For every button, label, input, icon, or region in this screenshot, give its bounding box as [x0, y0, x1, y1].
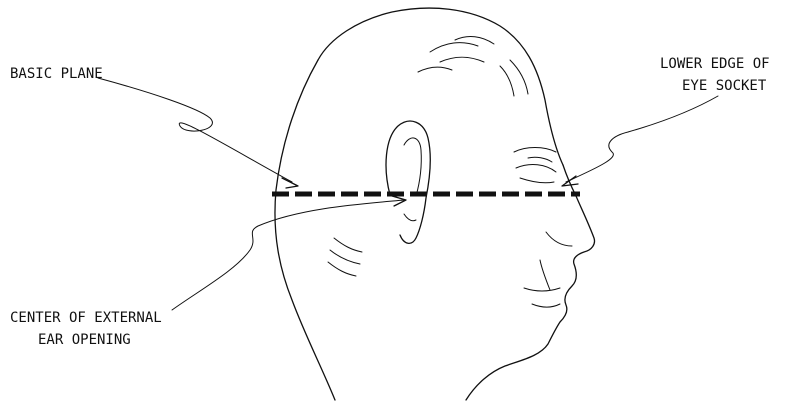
ear-inner-fold [404, 138, 421, 196]
eyelid-line [520, 178, 554, 183]
hair-stroke [430, 43, 478, 52]
hair-stroke [418, 67, 452, 72]
eye-socket-leader [566, 96, 718, 182]
neck-crease [330, 250, 360, 264]
eye-socket-line [528, 157, 552, 162]
neck-crease [334, 238, 362, 252]
mouth-line [524, 288, 560, 291]
brow-line [514, 148, 556, 153]
eye-socket-label-line1: LOWER EDGE OF [660, 56, 770, 72]
ear-opening-leader [172, 200, 404, 310]
chin-line [532, 304, 560, 307]
ear-opening-label-line1: CENTER OF EXTERNAL [10, 310, 162, 326]
eyelid-line [516, 165, 556, 172]
hair-stroke [440, 57, 484, 62]
hair-stroke [500, 66, 514, 96]
face-profile-outline [466, 165, 595, 400]
nose-wing-line [546, 232, 572, 246]
neck-back-outline [275, 60, 335, 400]
cheek-line [540, 260, 550, 290]
ear-opening-label-line2: EAR OPENING [38, 332, 131, 348]
basic-plane-arrowhead [282, 178, 298, 188]
basic-plane-leader [98, 78, 292, 182]
ear-inner-fold [404, 214, 416, 221]
neck-crease [328, 262, 356, 276]
basic-plane-label: BASIC PLANE [10, 66, 103, 82]
eye-socket-label-line2: EYE SOCKET [682, 78, 767, 94]
